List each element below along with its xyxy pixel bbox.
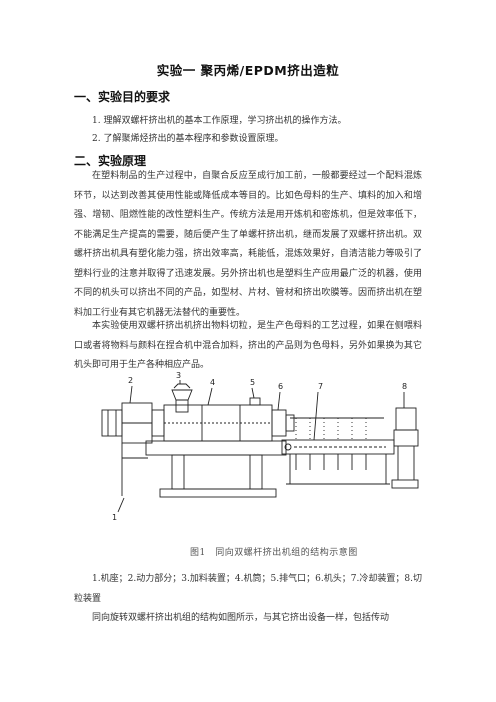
cooling-tank-shape: [281, 439, 395, 455]
section-heading-principle: 二、实验原理: [74, 154, 147, 168]
objective-item-2: 2. 了解聚烯烃挤出的基本程序和参数设置原理。: [92, 134, 284, 144]
motor-shape: [101, 409, 123, 437]
label-1: 1: [112, 513, 117, 522]
principle-paragraph-1: 在塑料制品的生产过程中，自聚合反应至成行加工前，一般都要经过一个配料混炼环节，以…: [74, 171, 422, 318]
figure-caption: 图1 同向双螺杆挤出机组的结构示意图: [190, 548, 358, 558]
extruder-figure: 2 3 4 5 6 7 8 1: [100, 348, 420, 544]
page-title: 实验一 聚丙烯/EPDM挤出造粒: [156, 63, 340, 78]
hopper-shape: [171, 389, 193, 401]
objective-item-1: 1. 理解双螺杆挤出机的基本工作原理，学习挤出机的操作方法。: [92, 116, 347, 126]
machine-base-shape: [145, 440, 287, 456]
vent-shape: [249, 397, 261, 406]
structure-paragraph: 同向旋转双螺杆挤出机组的结构如图所示，与其它挤出设备一样，包括传动: [92, 613, 390, 623]
label-3: 3: [176, 371, 181, 380]
label-2: 2: [128, 376, 133, 385]
section-heading-objectives: 一、实验目的要求: [74, 90, 171, 104]
label-6: 6: [278, 382, 283, 391]
figure-legend: 1.机座；2.动力部分；3.加料装置；4.机筒；5.排气口；6.机头；7.冷却装…: [74, 574, 422, 604]
label-7: 7: [318, 382, 323, 391]
label-8: 8: [402, 382, 407, 391]
principle-paragraph-2: 本实验使用双螺杆挤出机挤出物料切粒，是生产色母料的工艺过程，如果在侧喂料口或者将…: [74, 321, 422, 370]
label-4: 4: [210, 378, 215, 387]
pelletizer-shape: [395, 407, 417, 431]
die-head-shape: [271, 409, 287, 437]
label-5: 5: [250, 378, 255, 387]
